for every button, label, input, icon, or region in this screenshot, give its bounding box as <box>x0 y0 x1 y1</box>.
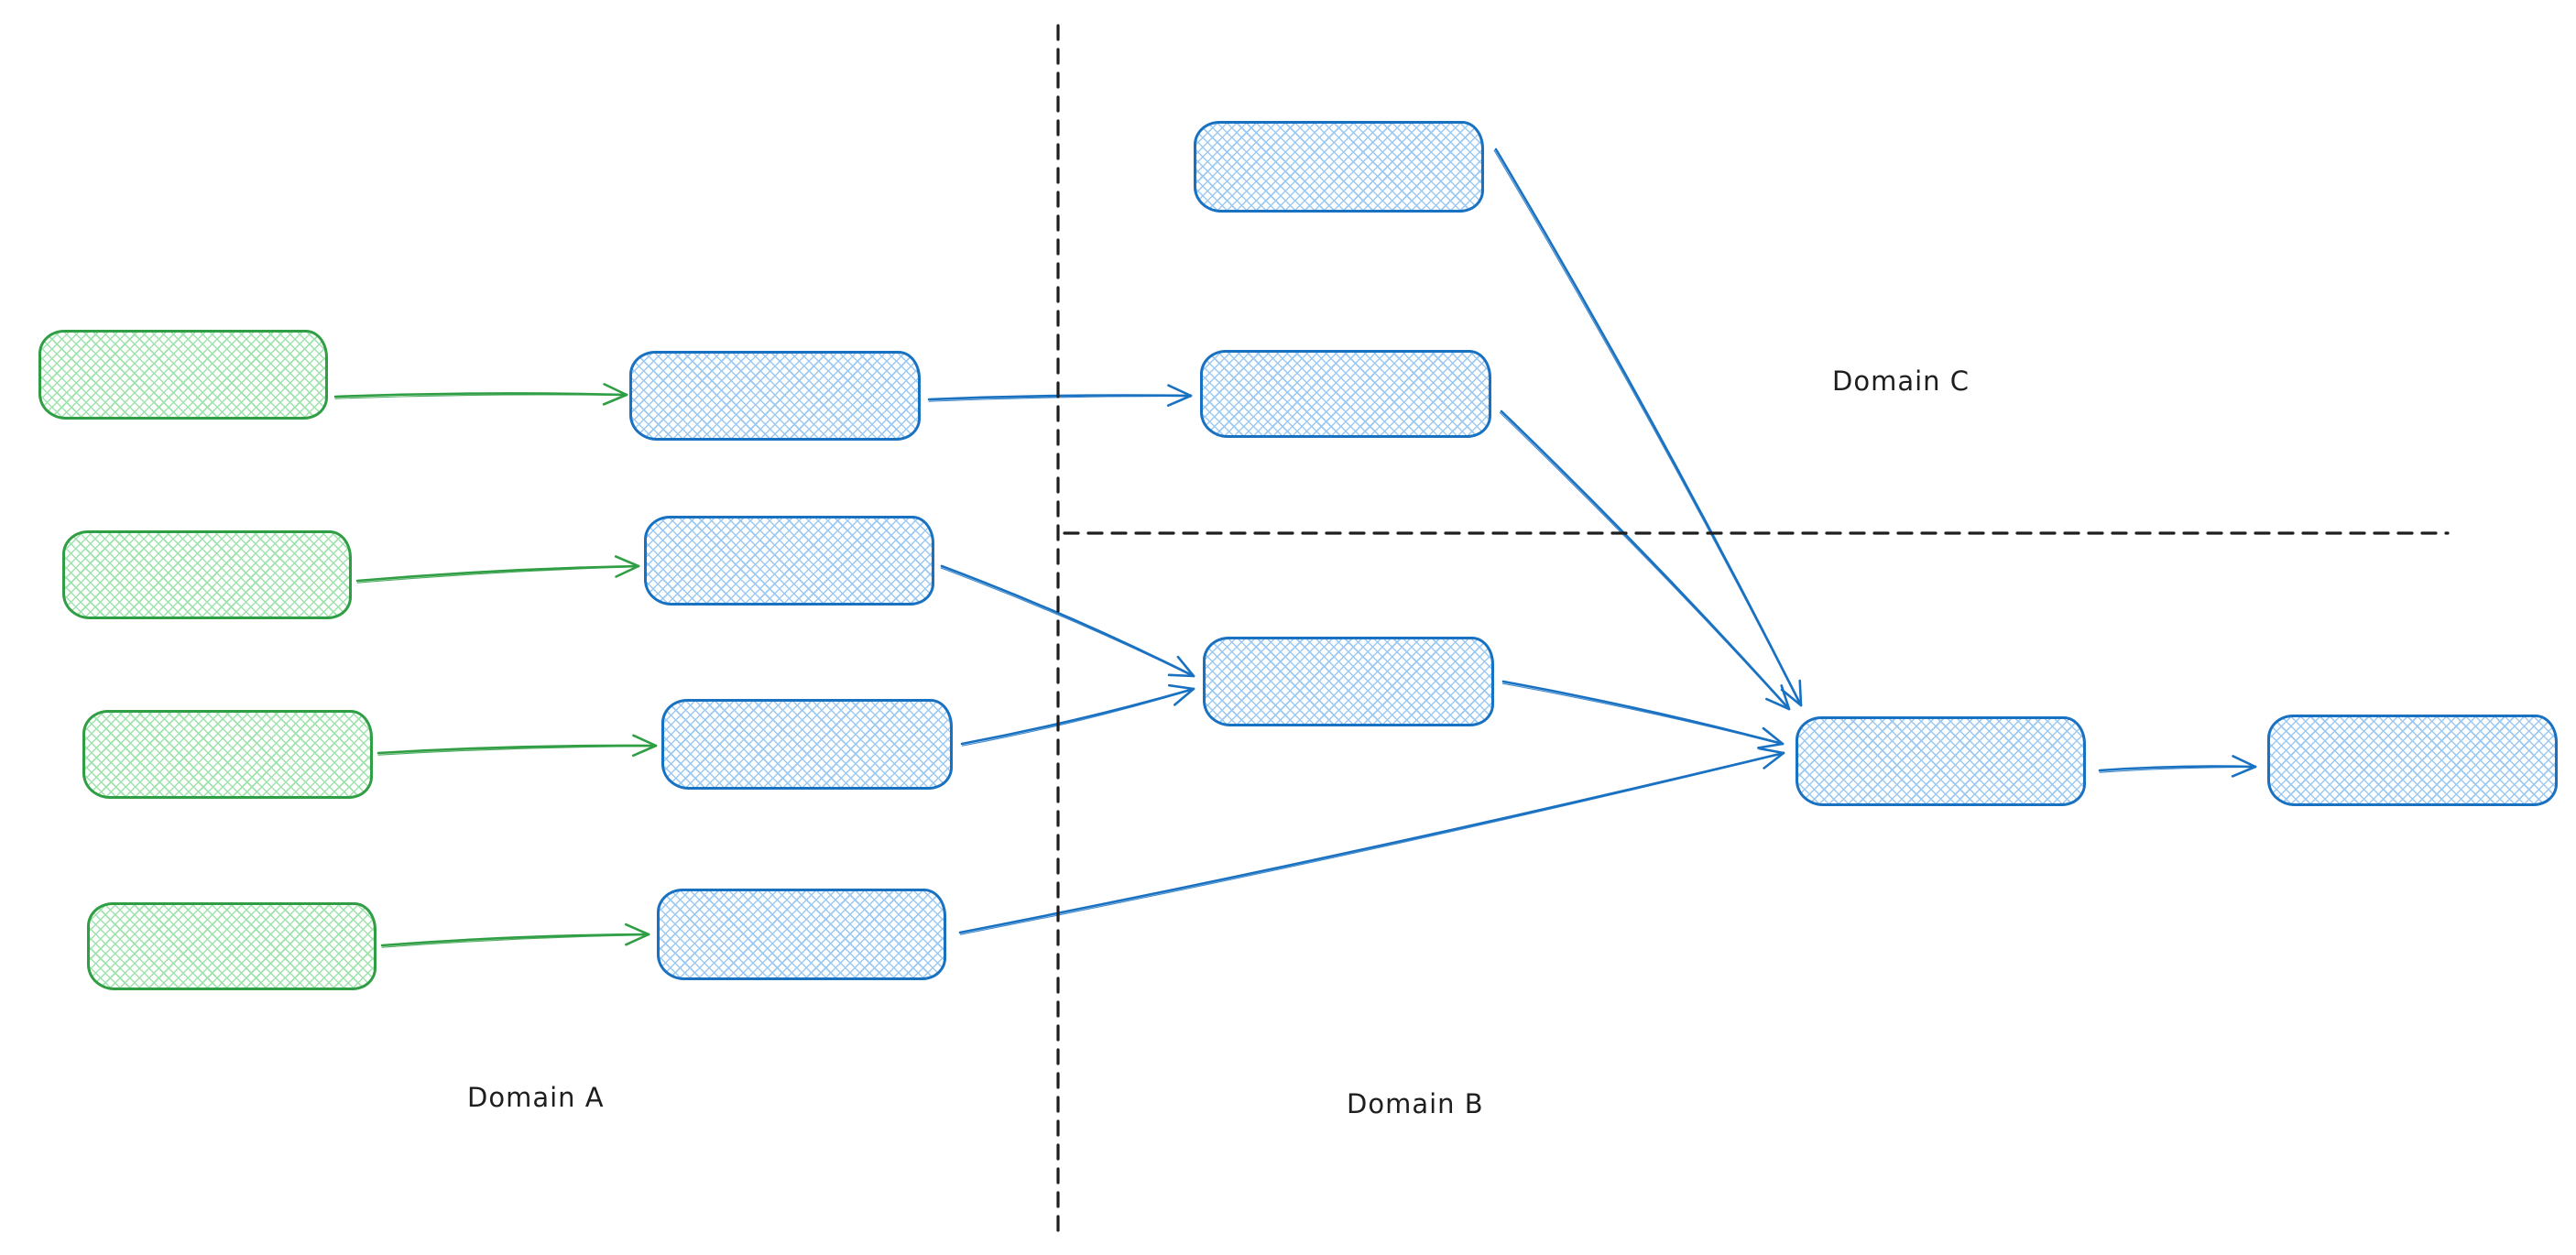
diagram-node-domain-a-source-1[interactable] <box>38 330 328 420</box>
domain-a-label: Domain A <box>467 1082 605 1113</box>
diagram-edge-g1 <box>333 383 628 406</box>
diagram-node-domain-a-process-4[interactable] <box>657 889 946 980</box>
diagram-node-domain-a-process-1[interactable] <box>629 351 921 441</box>
diagram-node-domain-b-output[interactable] <box>2267 715 2558 806</box>
diagram-node-domain-a-process-2[interactable] <box>644 516 934 606</box>
diagram-node-domain-c-mid[interactable] <box>1200 350 1491 438</box>
diagram-edge-b8 <box>2098 755 2257 778</box>
diagram-node-domain-b-merge[interactable] <box>1796 716 2086 806</box>
diagram-edge-g4 <box>380 922 650 948</box>
diagram-edge-b6 <box>1499 409 1791 711</box>
diagram-edge-b4 <box>958 747 1785 935</box>
diagram-edge-b2 <box>940 564 1195 678</box>
diagram-edge-b5 <box>1493 147 1803 707</box>
diagram-edge-b3 <box>960 683 1195 747</box>
diagram-node-domain-c-top[interactable] <box>1194 121 1484 213</box>
diagram-edge-g3 <box>377 734 658 758</box>
diagram-node-domain-a-source-2[interactable] <box>62 530 352 619</box>
diagram-node-domain-a-source-4[interactable] <box>87 902 377 990</box>
diagram-edge-b1 <box>927 384 1193 407</box>
diagram-edge-b7 <box>1501 680 1785 749</box>
domain-c-label: Domain C <box>1832 366 1970 397</box>
diagram-node-domain-a-source-3[interactable] <box>82 710 373 799</box>
diagram-edge-g2 <box>355 555 640 584</box>
diagram-node-domain-a-process-3[interactable] <box>661 699 953 790</box>
diagram-node-domain-b-mid[interactable] <box>1203 637 1494 726</box>
domain-b-label: Domain B <box>1347 1088 1484 1119</box>
